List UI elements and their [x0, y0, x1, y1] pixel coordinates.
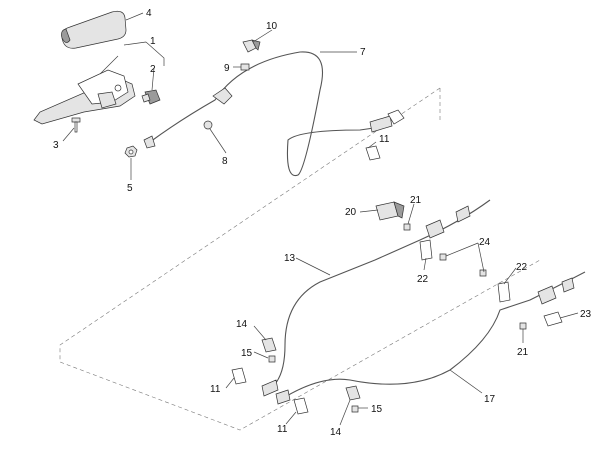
callout-17: 17 [484, 394, 496, 405]
callout-11-top: 11 [379, 134, 390, 145]
leader-lines [62, 12, 579, 426]
callout-1: 1 [150, 36, 156, 47]
screw-15-bottom [351, 405, 359, 413]
bracket-22-left [419, 239, 433, 261]
callout-11-left: 11 [210, 384, 221, 395]
callout-5: 5 [127, 183, 133, 194]
callout-21-right: 21 [517, 347, 529, 358]
callout-4: 4 [146, 8, 152, 19]
callout-21-top: 21 [410, 195, 422, 206]
main-cable [143, 51, 405, 177]
screw-21-right [519, 322, 527, 330]
callout-3: 3 [53, 140, 59, 151]
callout-15-bottom: 15 [371, 404, 383, 415]
callout-10: 10 [266, 21, 278, 32]
bolt-3 [71, 117, 81, 133]
rear-cable-13 [261, 199, 491, 397]
bracket-22-right [497, 281, 511, 303]
callout-9: 9 [224, 63, 230, 74]
callout-11-bottom: 11 [277, 424, 288, 435]
bracket-11-bottom [293, 397, 309, 415]
callout-7: 7 [360, 47, 366, 58]
callout-20: 20 [345, 207, 357, 218]
screw-9 [240, 63, 250, 71]
bracket-11-top [365, 145, 381, 161]
callout-8: 8 [222, 156, 228, 167]
callout-22-left: 22 [417, 274, 429, 285]
callout-23: 23 [580, 309, 592, 320]
callout-13: 13 [284, 253, 296, 264]
clip-10 [242, 39, 261, 53]
screw-24 [439, 253, 487, 277]
screw-15-left [268, 355, 276, 363]
assembly-outline [59, 87, 541, 431]
clip-14-bottom [345, 385, 361, 401]
bracket-11-left [231, 367, 247, 385]
rear-cable-17 [275, 271, 586, 405]
callout-14-left: 14 [236, 319, 248, 330]
clip-14-left [261, 337, 277, 353]
brake-switch [141, 89, 161, 105]
bracket-23 [543, 311, 563, 327]
callout-24: 24 [479, 237, 491, 248]
lever-grip [61, 10, 127, 49]
callout-22-right: 22 [516, 262, 528, 273]
callout-2: 2 [150, 64, 156, 75]
callout-14-bottom: 14 [330, 427, 342, 438]
grommet-8 [203, 120, 213, 130]
nut-5 [124, 145, 138, 158]
callout-15-left: 15 [241, 348, 253, 359]
clamp-20 [375, 201, 405, 221]
handbrake-lever [33, 55, 136, 125]
screw-21-top [403, 223, 411, 231]
